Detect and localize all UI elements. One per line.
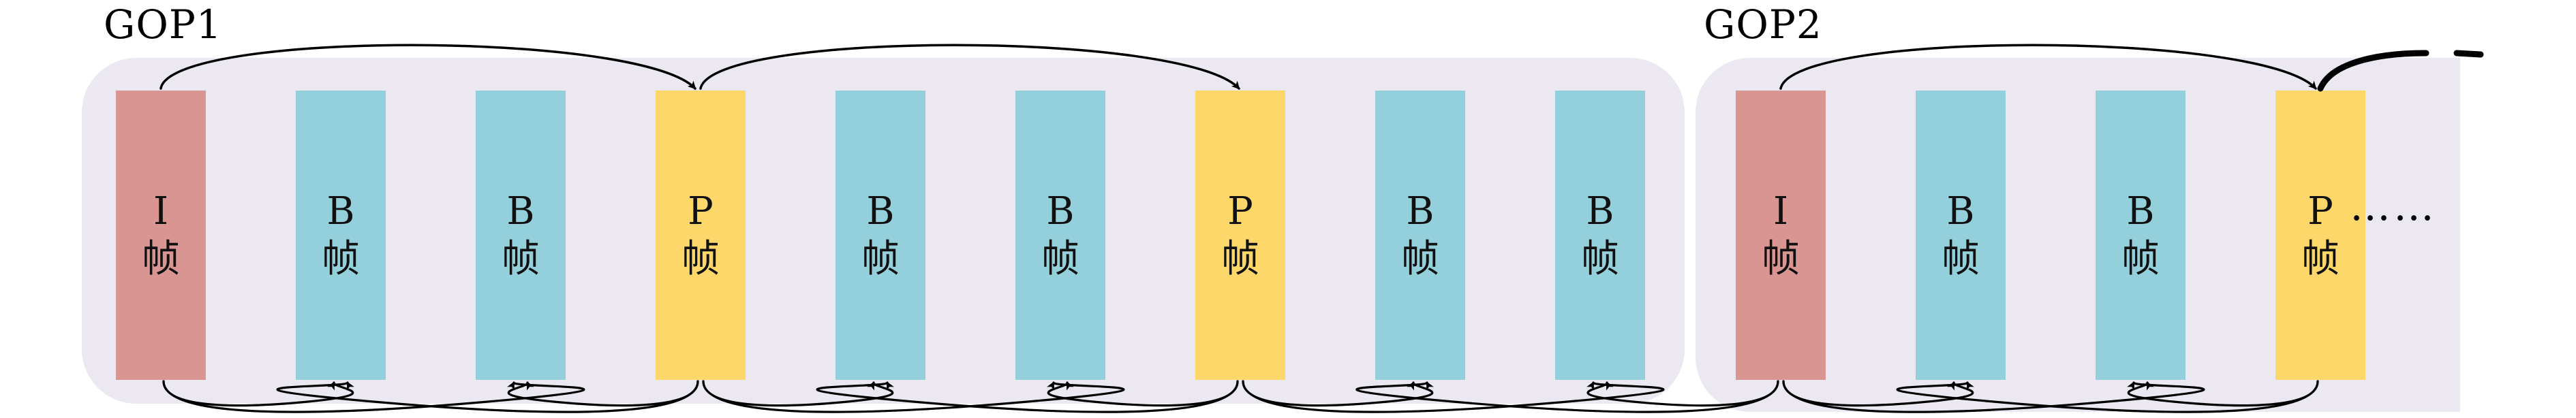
frame-suffix: 帧 <box>1401 236 1439 281</box>
frame-suffix: 帧 <box>1942 236 1980 281</box>
frame-letter: B <box>1046 189 1075 234</box>
gop2-frame-1-i: I 帧 <box>1736 91 1826 380</box>
arrow-fwd-ref-9 <box>1586 380 1779 407</box>
frame-letter: B <box>506 189 535 234</box>
frame-letter: B <box>1946 189 1975 234</box>
arrow-fwd-ref-5 <box>816 380 1239 413</box>
gop1-frame-8-b: B 帧 <box>1375 91 1465 380</box>
frame-suffix: 帧 <box>1041 236 1079 281</box>
gop1-frame-9-b: B 帧 <box>1555 91 1645 380</box>
arrow-fwd-ref-8 <box>1355 380 1779 413</box>
frame-letter: B <box>326 189 355 234</box>
frame-suffix: 帧 <box>2121 236 2160 281</box>
frame-suffix: 帧 <box>1581 236 1619 281</box>
frame-suffix: 帧 <box>322 236 360 281</box>
frame-suffix: 帧 <box>681 236 720 281</box>
arrow-continuation <box>2317 50 2429 92</box>
frame-letter: P <box>2307 189 2333 234</box>
arrow-i-to-p <box>159 44 696 90</box>
continuation-ellipsis: …… <box>2350 182 2437 230</box>
frame-letter: I <box>153 189 169 234</box>
arrow-fwd-ref-11 <box>1896 380 2319 413</box>
arrow-back-ref-12 <box>1782 380 2205 413</box>
arrow-p-to-p <box>699 44 1240 90</box>
frame-suffix: 帧 <box>1762 236 1800 281</box>
frame-suffix: 帧 <box>1221 236 1259 281</box>
gop1-frame-2-b: B 帧 <box>296 91 386 380</box>
arrow-fwd-ref-3 <box>507 380 699 407</box>
gop2-label: GOP2 <box>1704 1 1822 48</box>
frame-letter: I <box>1773 189 1789 234</box>
arrow-fwd-ref-6 <box>1047 380 1239 407</box>
gop1-frame-5-b: B 帧 <box>835 91 925 380</box>
arrow-gop2-i-to-p <box>1779 44 2317 90</box>
frame-suffix: 帧 <box>861 236 900 281</box>
gop2-frame-3-b: B 帧 <box>2096 91 2186 380</box>
frame-suffix: 帧 <box>502 236 540 281</box>
gop1-frame-7-p: P 帧 <box>1195 91 1285 380</box>
frame-suffix: 帧 <box>142 236 180 281</box>
arrow-continuation-dash <box>2453 50 2484 58</box>
gop1-frame-3-b: B 帧 <box>476 91 566 380</box>
frame-suffix: 帧 <box>2301 236 2340 281</box>
gop1-frame-6-b: B 帧 <box>1015 91 1105 380</box>
gop1-frame-1-i: I 帧 <box>116 91 206 380</box>
frame-letter: B <box>866 189 895 234</box>
arrow-fwd-ref-12 <box>2127 380 2319 407</box>
gop1-label: GOP1 <box>104 1 222 48</box>
gop1-frame-4-p: P 帧 <box>656 91 746 380</box>
gop2-frame-2-b: B 帧 <box>1916 91 2006 380</box>
frame-letter: B <box>2126 189 2155 234</box>
arrow-fwd-ref-2 <box>276 380 699 413</box>
frame-letter: P <box>1227 189 1253 234</box>
arrow-back-ref-6 <box>702 380 1125 413</box>
arrow-back-ref-3 <box>162 380 585 413</box>
frame-letter: B <box>1406 189 1435 234</box>
gop2-frame-4-p: P 帧 <box>2275 91 2365 380</box>
arrow-back-ref-9 <box>1242 380 1665 413</box>
frame-letter: P <box>688 189 714 234</box>
frame-letter: B <box>1586 189 1614 234</box>
